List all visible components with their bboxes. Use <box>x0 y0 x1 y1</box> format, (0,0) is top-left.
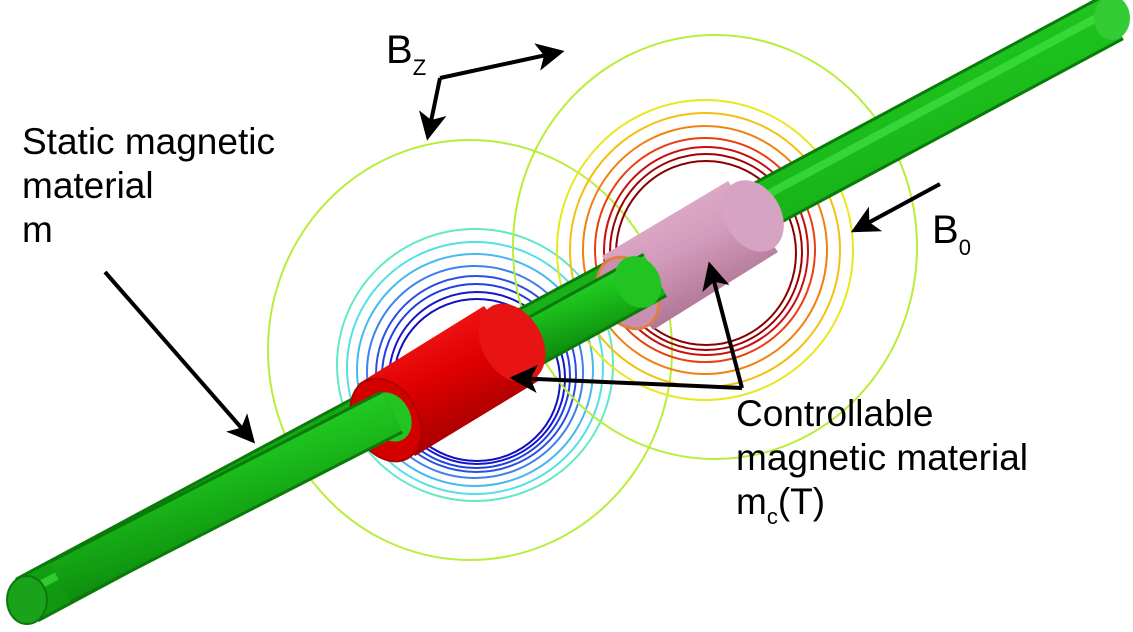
controllable-material-label: Controllable magnetic material mc(T) <box>736 392 1028 529</box>
ctrl-label-line1: Controllable <box>736 393 934 434</box>
bz-arrow <box>439 43 565 80</box>
rod-end-cap-right <box>1094 0 1130 40</box>
static-material-arrow <box>103 270 256 444</box>
static-label-line3: m <box>22 209 53 250</box>
rod-left-segment <box>49 390 403 604</box>
rod-end-cap-left <box>6 575 48 625</box>
b0-arrow <box>850 182 941 233</box>
ctrl-label-line3: mc(T) <box>736 480 1028 529</box>
b0-label: B0 <box>932 208 971 260</box>
outer-contour-right <box>512 34 918 460</box>
ctrl-m: m <box>736 481 767 522</box>
ctrl-paren: (T) <box>777 481 826 522</box>
static-label-line1: Static magnetic <box>22 121 275 162</box>
bz-label: BZ <box>386 28 427 80</box>
bz-subscript: Z <box>412 55 427 80</box>
control-arrow-pink <box>702 261 744 389</box>
ctrl-label-line2: magnetic material <box>736 437 1029 478</box>
bz-main: B <box>386 28 413 72</box>
static-material-label: Static magnetic material m <box>22 120 275 252</box>
ctrl-subscript: c <box>766 504 778 529</box>
b0-main: B <box>932 208 959 252</box>
control-arrow-red <box>509 365 743 394</box>
annotation-arrows <box>103 43 941 444</box>
static-label-line2: material <box>22 165 154 206</box>
b0-subscript: 0 <box>958 235 971 260</box>
right-field-contours <box>512 34 918 460</box>
